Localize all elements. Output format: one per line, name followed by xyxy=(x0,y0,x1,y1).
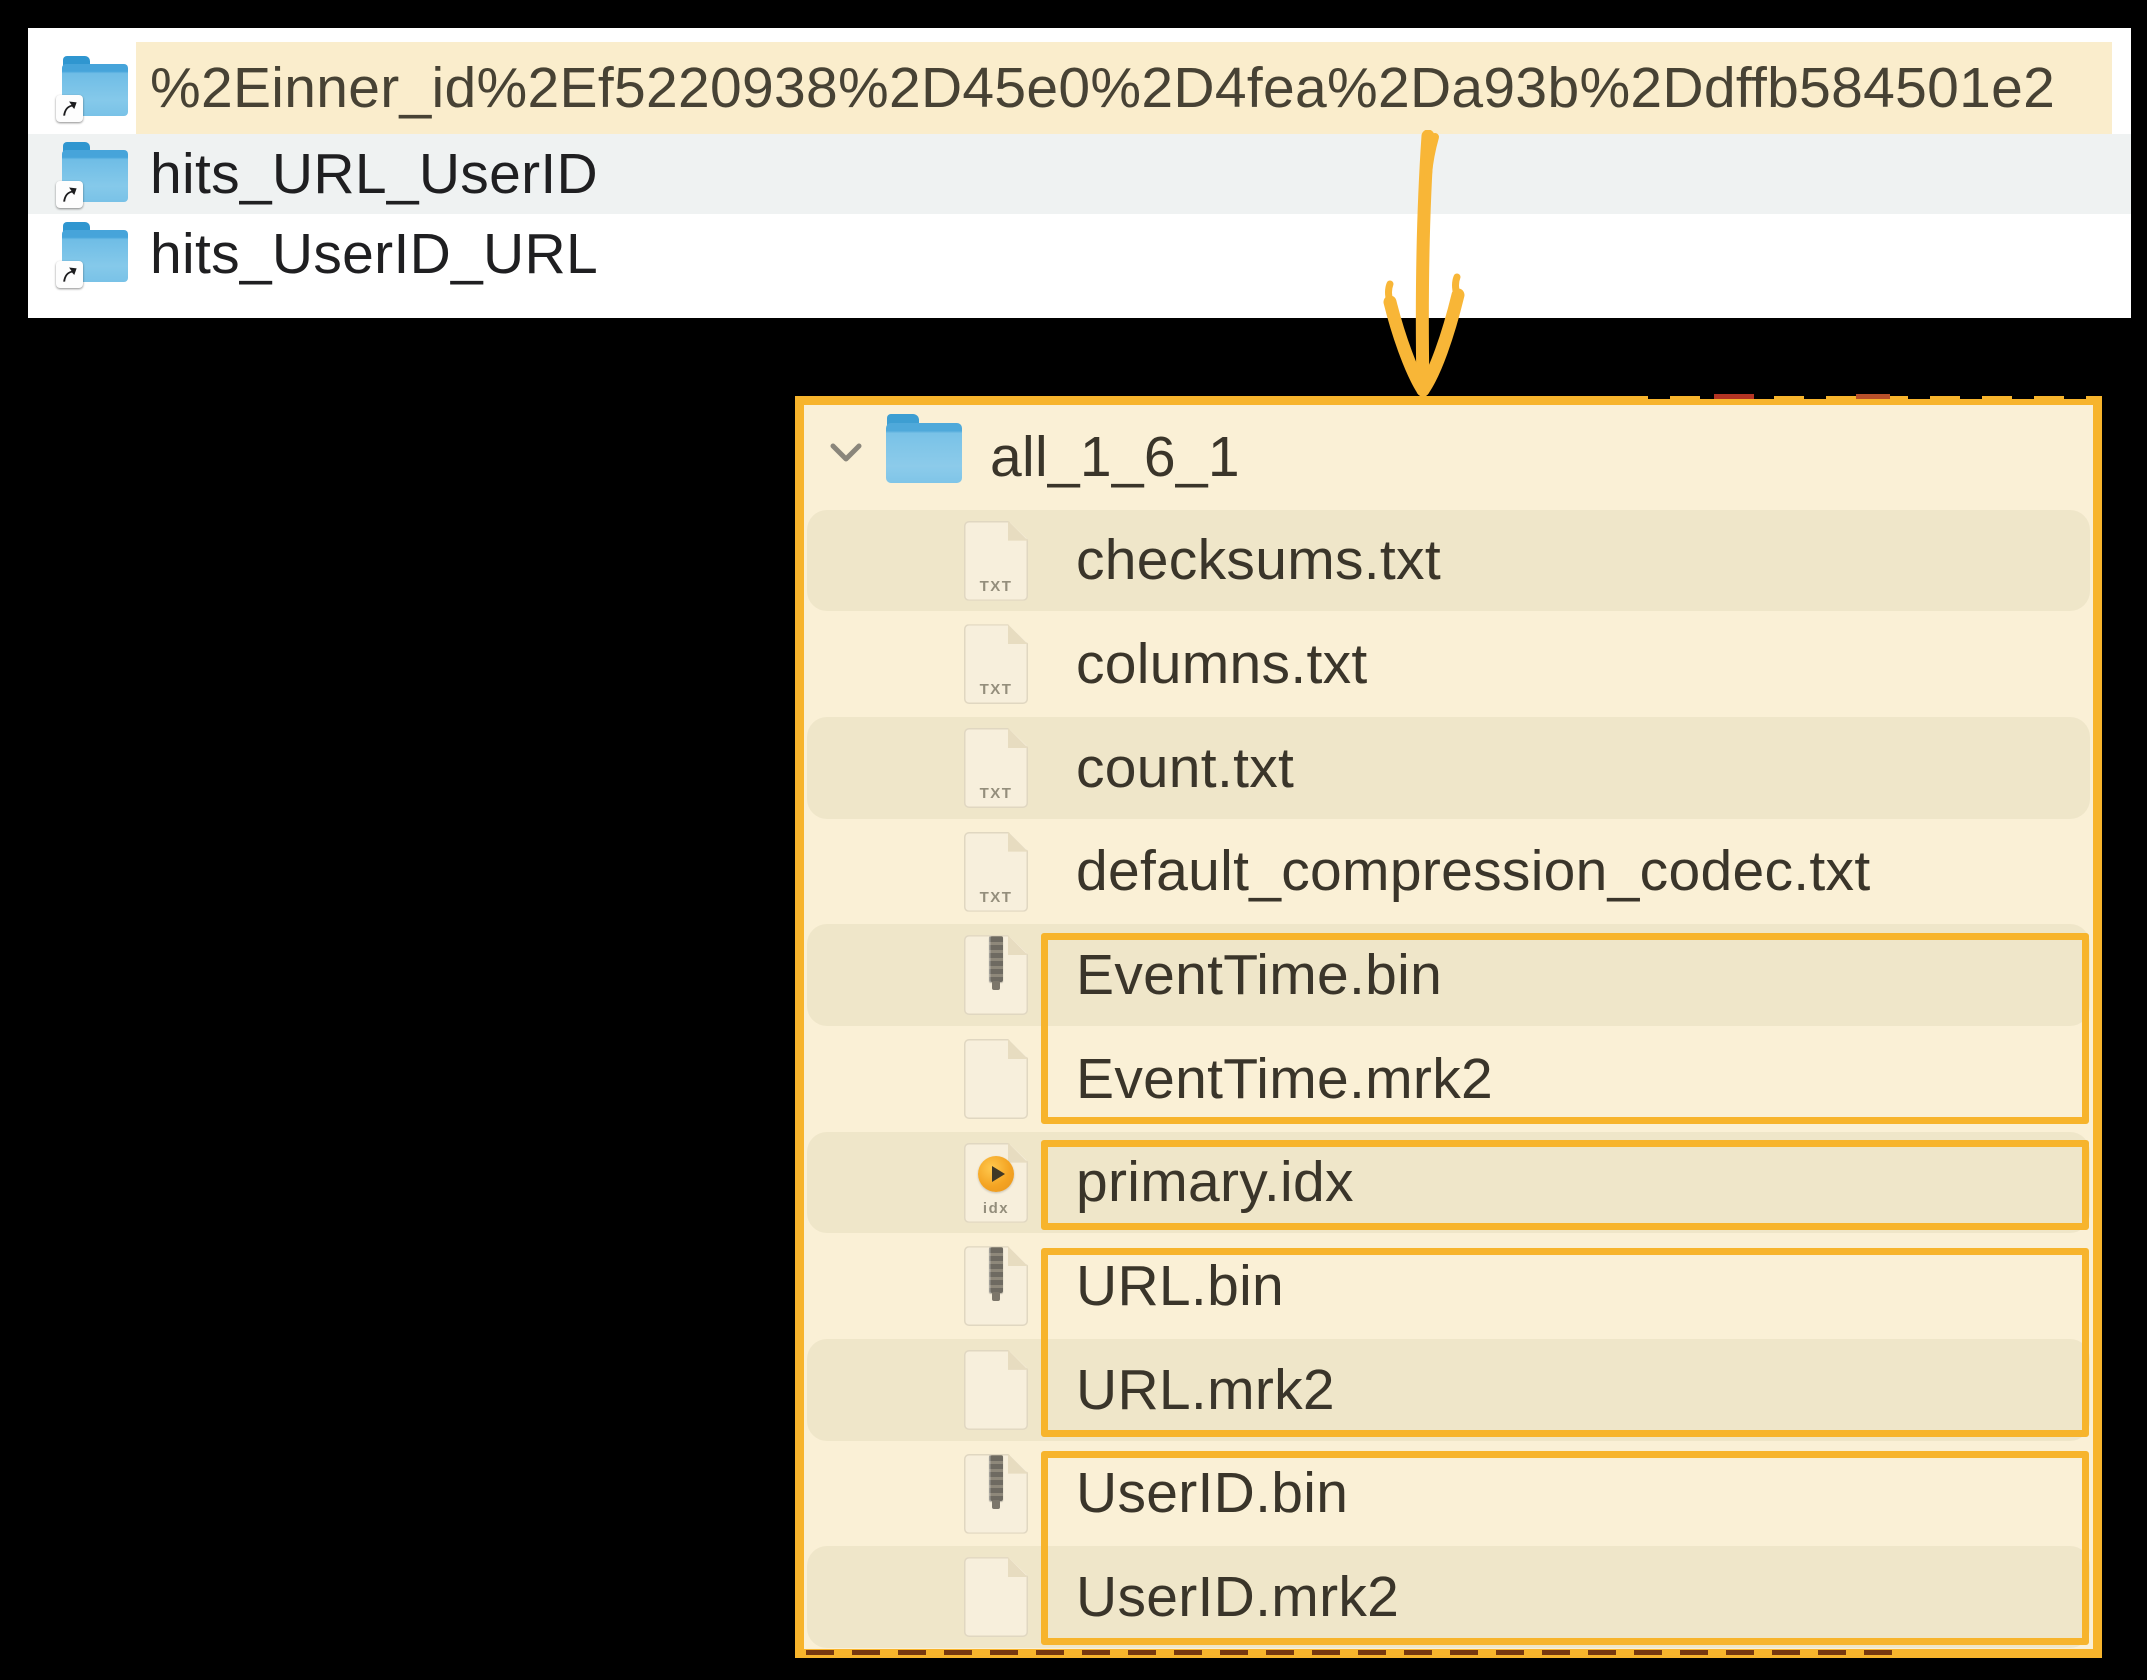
file-name: EventTime.mrk2 xyxy=(1076,1046,1494,1111)
finder-row-label: %2Einner_id%2Ef5220938%2D45e0%2D4fea%2Da… xyxy=(150,56,2056,120)
finder-row-inner-id[interactable]: %2Einner_id%2Ef5220938%2D45e0%2D4fea%2Da… xyxy=(28,42,2131,134)
file-name: primary.idx xyxy=(1076,1150,1354,1215)
finder-row-label: hits_URL_UserID xyxy=(150,142,598,206)
txt-file-icon: TXT xyxy=(964,727,1028,808)
border-artifact-dashes xyxy=(806,1650,1906,1655)
idx-file-icon: idx xyxy=(964,1142,1028,1223)
alias-arrow-badge xyxy=(56,181,83,208)
file-name: URL.bin xyxy=(1076,1254,1285,1319)
file-row-userid-mrk2[interactable]: UserID.mrk2 xyxy=(804,1545,2093,1649)
border-artifact-dashes xyxy=(1648,394,2096,399)
file-row-eventtime-bin[interactable]: EventTime.bin xyxy=(804,923,2093,1027)
row-highlight xyxy=(136,42,2112,134)
bin-file-icon xyxy=(964,935,1028,1016)
file-row-columns[interactable]: TXT columns.txt xyxy=(804,612,2093,716)
file-row-userid-bin[interactable]: UserID.bin xyxy=(804,1442,2093,1546)
chevron-down-icon[interactable] xyxy=(828,441,864,470)
file-row-url-bin[interactable]: URL.bin xyxy=(804,1234,2093,1338)
bin-file-icon xyxy=(964,1453,1028,1534)
file-name: EventTime.bin xyxy=(1076,943,1443,1008)
file-row-url-mrk2[interactable]: URL.mrk2 xyxy=(804,1338,2093,1442)
folder-alias-icon xyxy=(56,142,128,208)
file-row-default-compression-codec[interactable]: TXT default_compression_codec.txt xyxy=(804,820,2093,924)
file-name: URL.mrk2 xyxy=(1076,1357,1335,1422)
txt-file-icon: TXT xyxy=(964,520,1028,601)
file-row-eventtime-mrk2[interactable]: EventTime.mrk2 xyxy=(804,1027,2093,1131)
txt-file-icon: TXT xyxy=(964,831,1028,912)
txt-file-icon: TXT xyxy=(964,624,1028,705)
finder-row-hits-userid-url[interactable]: hits_UserID_URL xyxy=(28,214,2131,294)
play-circle-icon xyxy=(978,1155,1014,1192)
plain-file-icon xyxy=(964,1557,1028,1638)
file-name: UserID.bin xyxy=(1076,1461,1349,1526)
annotation-down-arrow-icon xyxy=(1383,130,1465,397)
folder-alias-icon xyxy=(56,222,128,288)
alias-arrow-badge xyxy=(56,261,83,288)
plain-file-icon xyxy=(964,1038,1028,1119)
plain-file-icon xyxy=(964,1349,1028,1430)
file-name: checksums.txt xyxy=(1076,528,1441,593)
alias-arrow-badge xyxy=(56,95,83,122)
finder-row-label: hits_UserID_URL xyxy=(150,222,598,286)
finder-list: %2Einner_id%2Ef5220938%2D45e0%2D4fea%2Da… xyxy=(28,28,2131,318)
folder-name: all_1_6_1 xyxy=(990,424,1240,489)
part-contents-panel: all_1_6_1 TXT checksums.txt TXT columns.… xyxy=(795,396,2102,1658)
folder-icon xyxy=(886,414,962,483)
bin-file-icon xyxy=(964,1246,1028,1327)
file-row-checksums[interactable]: TXT checksums.txt xyxy=(804,509,2093,613)
file-row-primary-idx[interactable]: idx primary.idx xyxy=(804,1131,2093,1235)
file-row-count[interactable]: TXT count.txt xyxy=(804,716,2093,820)
folder-alias-icon xyxy=(56,56,128,122)
file-name: columns.txt xyxy=(1076,632,1368,697)
file-name: UserID.mrk2 xyxy=(1076,1565,1400,1630)
file-name: default_compression_codec.txt xyxy=(1076,839,1871,904)
finder-row-hits-url-userid[interactable]: hits_URL_UserID xyxy=(28,134,2131,214)
tree-row-all-1-6-1[interactable]: all_1_6_1 xyxy=(804,405,2093,509)
file-name: count.txt xyxy=(1076,735,1295,800)
